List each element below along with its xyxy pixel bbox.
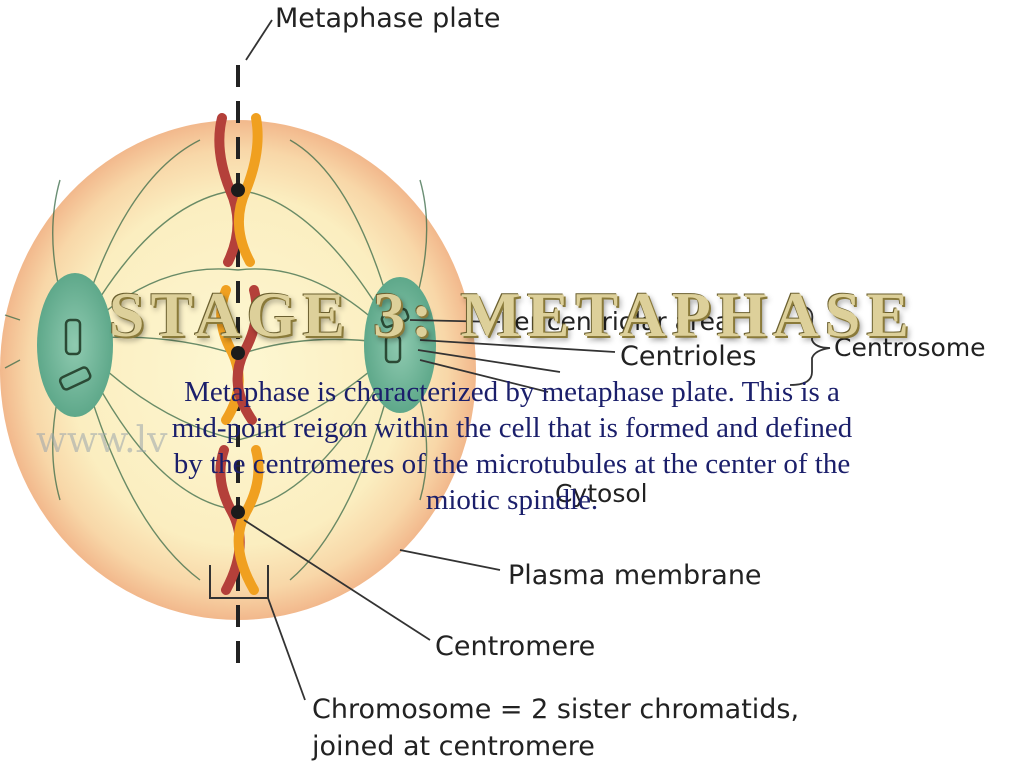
slide-title: Stage 3: Metaphase	[108, 279, 916, 350]
label-chromosome-line1: Chromosome = 2 sister chromatids,	[312, 694, 799, 725]
chromosome-bracket	[209, 565, 269, 599]
label-plasma-membrane: Plasma membrane	[508, 560, 762, 591]
centriole-right-b	[384, 334, 402, 364]
label-metaphase-plate: Metaphase plate	[275, 3, 500, 34]
label-centrioles: Centrioles	[620, 341, 756, 372]
centriole-left-horizontal	[58, 366, 92, 391]
label-centrosome: Centrosome	[834, 333, 986, 362]
slide-body: Metaphase is characterized by metaphase …	[160, 374, 864, 518]
label-centromere: Centromere	[435, 631, 595, 662]
label-chromosome-line2: joined at centromere	[311, 731, 595, 762]
leader-lines	[243, 19, 831, 701]
centrosome-left	[37, 273, 113, 417]
label-pericentriolar: Pericentriolar area	[500, 307, 730, 336]
centriole-right-a	[380, 307, 410, 329]
body-paragraph: Metaphase is characterized by metaphase …	[171, 376, 853, 516]
centriole-left-vertical	[64, 318, 82, 356]
centromeres	[231, 183, 245, 519]
watermark: www.lv	[36, 420, 168, 461]
label-cytosol: Cytosol	[555, 479, 648, 508]
